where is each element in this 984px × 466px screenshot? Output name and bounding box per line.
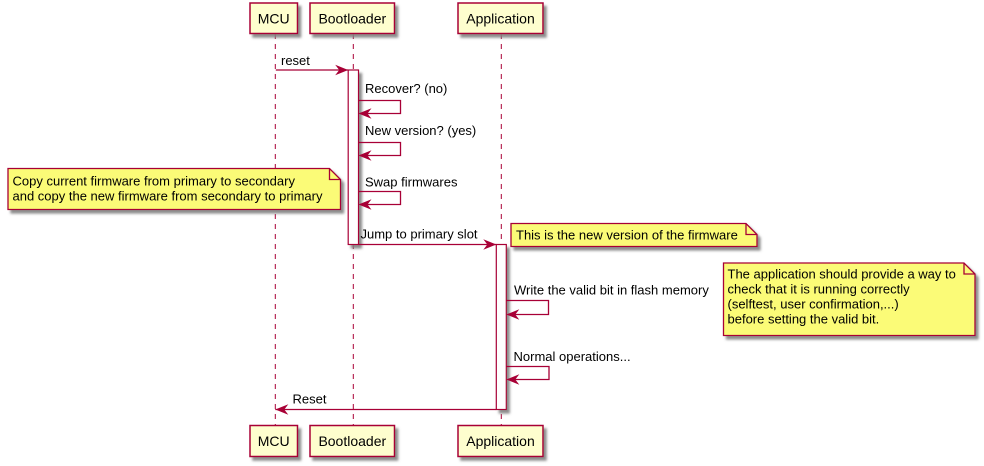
svg-text:check that it is running corre: check that it is running correctly [728, 282, 911, 297]
svg-text:MCU: MCU [258, 11, 290, 27]
svg-text:reset: reset [281, 53, 310, 68]
svg-text:The application should provide: The application should provide a way to [728, 267, 956, 282]
svg-text:Jump to primary slot: Jump to primary slot [361, 227, 478, 242]
svg-text:Recover? (no): Recover? (no) [365, 81, 447, 96]
svg-text:and copy the new firmware from: and copy the new firmware from secondary… [13, 189, 323, 204]
svg-text:Bootloader: Bootloader [318, 433, 386, 449]
svg-text:This is the new version of the: This is the new version of the firmware [516, 228, 738, 243]
svg-text:New version? (yes): New version? (yes) [365, 123, 476, 138]
svg-text:Write the valid bit in flash m: Write the valid bit in flash memory [514, 283, 709, 298]
svg-text:Copy current firmware from pri: Copy current firmware from primary to se… [13, 174, 296, 189]
svg-text:Bootloader: Bootloader [318, 11, 386, 27]
svg-text:Application: Application [466, 11, 535, 27]
svg-text:MCU: MCU [258, 433, 290, 449]
svg-text:before setting the valid bit.: before setting the valid bit. [728, 312, 880, 327]
svg-text:Application: Application [466, 433, 535, 449]
svg-text:Swap firmwares: Swap firmwares [365, 175, 458, 190]
svg-text:(selftest, user confirmation,.: (selftest, user confirmation,...) [728, 297, 899, 312]
svg-text:Normal operations...: Normal operations... [514, 349, 631, 364]
svg-text:Reset: Reset [293, 392, 327, 407]
